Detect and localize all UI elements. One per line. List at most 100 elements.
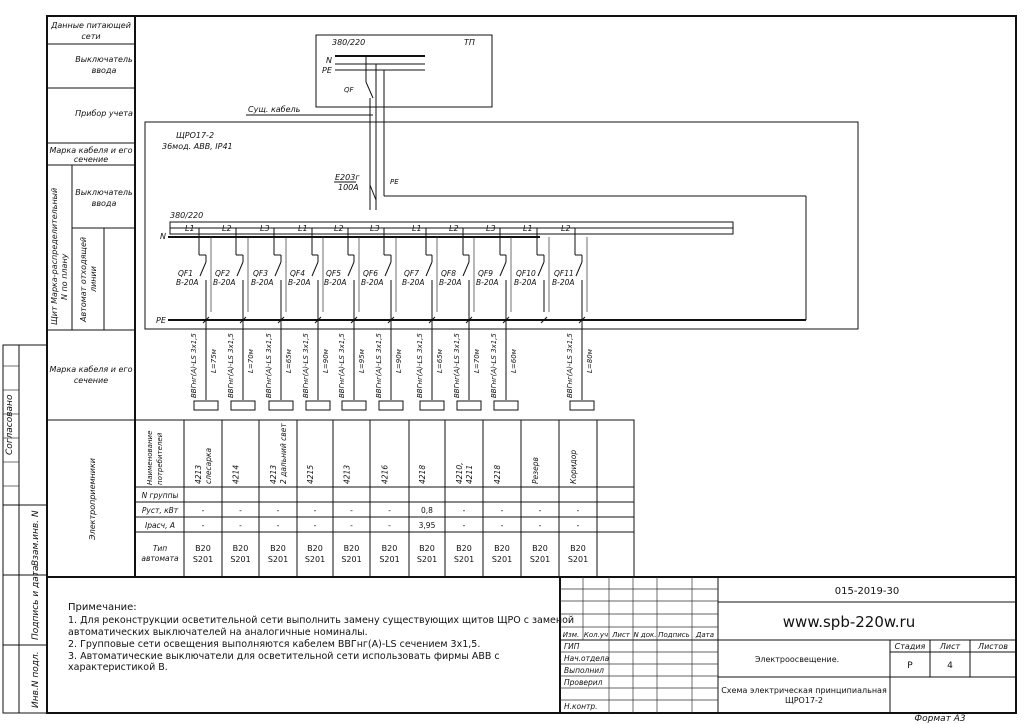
pust-value-7: 0,8 [421,506,433,515]
cable-mark-5: ВВГнг(А)-LS 3х1,5 [338,333,346,398]
tp-box: 380/220 ТП N PE QF Сущ. кабель [246,34,493,210]
pe-tick [540,316,548,324]
breaker-type-4: B20 [307,544,323,553]
cable-length-3: L=65м [285,348,293,373]
tb-role-4: Проверил [564,678,603,687]
cable-mark-11: ВВГнг(А)-LS 3х1,5 [566,333,574,398]
breaker-contact [425,261,433,277]
icalc-value-3: - [277,521,280,530]
icalc-value-9: - [501,521,504,530]
cable-mark-4: ВВГнг(А)-LS 3х1,5 [302,333,310,398]
consumer-name-11: Коридор [569,450,578,484]
pe-tick [239,316,247,324]
consumer-terminal [493,400,519,411]
phase-label-2: L2 [222,224,232,233]
pust-value-1: - [202,506,205,515]
breaker-type-7: B20 [419,544,435,553]
breaker-name-3: QF3 [253,269,268,278]
pe-bus-label: PE [156,316,167,325]
consumer-terminal [569,400,595,411]
meter-label: Прибор учета [75,109,133,118]
side-stamp: Согласовано Взам.инв. N Подпись и дата И… [2,344,48,714]
tb-col-4: N док. [633,631,656,639]
stage-value: Р [907,661,913,671]
consumer-terminal [419,400,445,411]
breaker-rating-3: В-20А [251,278,274,287]
breaker-name-1: QF1 [178,269,193,278]
tb-role-2: Нач.отдела [564,654,610,663]
pust-value-6: - [388,506,391,515]
consumers-table: Наименование потребителей N группы Руст,… [134,419,635,578]
breaker-type-6: B20 [382,544,398,553]
consumer-terminal [456,400,482,411]
sheet-header: Лист [939,642,961,651]
cable-length-2: L=70м [247,348,255,373]
left-label-column: Данные питающей сети Выключатель ввода П… [47,16,136,577]
input-switch-2-label-1: Выключатель [75,188,133,197]
input-switch-label-1: Выключатель [75,55,133,64]
breaker-contact [499,261,507,277]
breaker-rating-6: В-20А [361,278,384,287]
phase-label-8: L2 [449,224,459,233]
breaker-name-10: QF10 [516,269,536,278]
breaker-series-8: S201 [454,555,474,564]
consumer-name-7: 4218 [418,465,427,484]
breaker-contact [311,261,319,277]
tb-role-6: Н.контр. [564,702,598,711]
tb-col-3: Лист [611,631,631,639]
breaker-type-10: B20 [532,544,548,553]
bus-n-label: N [160,232,166,241]
cable-length-8: L=70м [473,348,481,373]
cable-mark-top-1: Марка кабеля и его [50,146,133,155]
breaker-rating-11: В-20А [552,278,575,287]
phase-label-3: L3 [260,224,270,233]
consumer-name-header-1: Наименование [146,431,154,485]
cable-mark-bottom-1: Марка кабеля и его [50,365,133,374]
icalc-value-6: - [388,521,391,530]
drawing-title-1: Схема электрическая принципиальная [721,686,887,695]
consumer-name-1: 4213 [194,465,203,484]
breaker-contact [236,261,244,277]
breaker-series-10: S201 [530,555,550,564]
breaker-name-4: QF4 [290,269,305,278]
doc-code: 015-2019-30 [835,586,899,597]
breaker-name-5: QF5 [326,269,341,278]
phase-label-11: L2 [561,224,571,233]
breaker-name-6: QF6 [363,269,378,278]
breaker-type-8: B20 [456,544,472,553]
pe-tick [578,316,586,324]
sheet-value: 4 [947,661,953,671]
consumer-name-header-2: потребителей [156,432,164,485]
icalc-value-1: - [202,521,205,530]
icalc-value-10: - [539,521,542,530]
note-line-4: 3. Автоматические выключатели для освети… [68,651,500,662]
cable-mark-1: ВВГнг(А)-LS 3х1,5 [190,333,198,398]
pe-tick [202,316,210,324]
breaker-series-7: S201 [417,555,437,564]
breaker-name-7: QF7 [404,269,419,278]
phase-label-9: L3 [486,224,496,233]
pust-value-3: - [277,506,280,515]
sheets-header: Листов [977,642,1008,651]
phase-label-4: L1 [298,224,308,233]
consumer-terminal [378,400,404,411]
pust-value-5: - [350,506,353,515]
consumer-name-4: 4215 [306,465,315,484]
type-label-1: Тип [153,544,167,553]
phase-label-1: L1 [185,224,195,233]
existing-cable-label: Сущ. кабель [248,105,301,114]
cable-mark-bottom-2: сечение [74,376,108,385]
consumer-name-8: 4210, [455,463,464,484]
cable-length-11: L=80м [586,348,594,373]
tp-title: ТП [464,38,475,47]
cable-mark-6: ВВГнг(А)-LS 3х1,5 [375,333,383,398]
breaker-contact [384,261,392,277]
phase-label-7: L1 [412,224,422,233]
consumer-name-5: 4213 [343,465,352,484]
cable-mark-8: ВВГнг(А)-LS 3х1,5 [453,333,461,398]
